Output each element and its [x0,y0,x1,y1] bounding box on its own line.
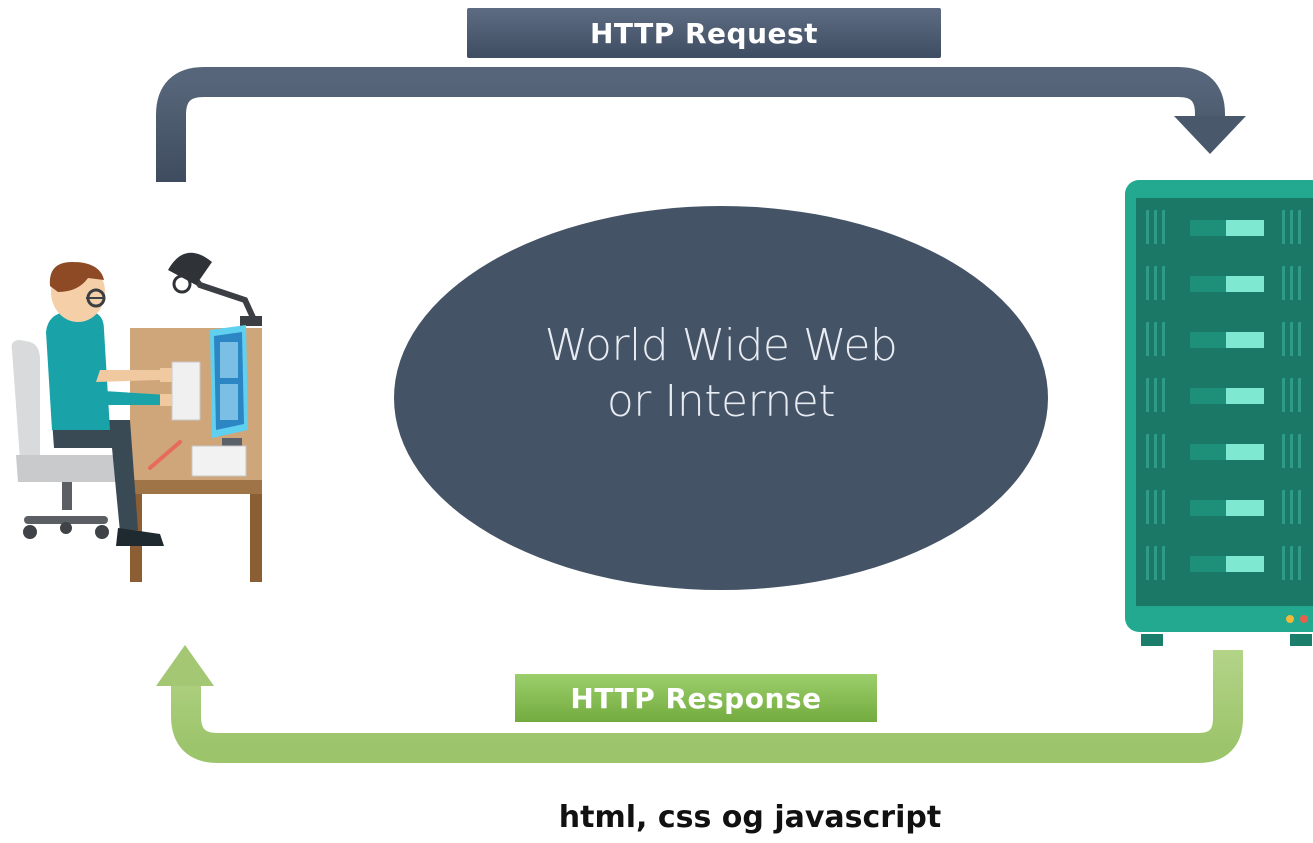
web-label-line-2: or Internet [606,376,836,427]
request-arrow [156,67,1246,182]
server-unit [1146,434,1301,468]
http-response-label: HTTP Response [515,674,877,722]
server-unit [1146,322,1301,356]
server-unit [1146,266,1301,300]
caption: html, css og javascript [558,800,942,835]
server-unit [1146,210,1301,244]
web-label-line-1: World Wide Web [544,320,898,371]
server-icon [1125,180,1313,646]
server-unit [1146,490,1301,524]
http-request-label: HTTP Request [467,8,941,58]
internet-ellipse [394,206,1048,590]
client-icon [11,252,262,582]
server-rows [1146,210,1301,580]
world-wide-web-label: World Wide Web or Internet [395,318,1047,430]
response-arrow [156,645,1243,763]
server-unit [1146,546,1301,580]
server-unit [1146,378,1301,412]
